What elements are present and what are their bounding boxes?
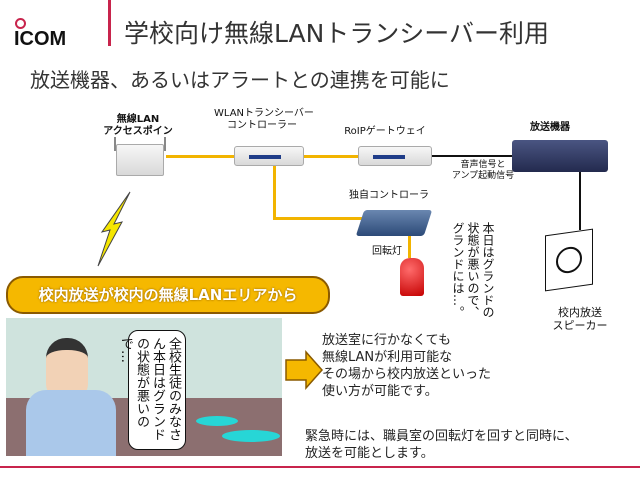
arrow-right-icon [285, 350, 324, 390]
wlan-controller-device [234, 146, 304, 166]
broadcast-device [512, 140, 608, 172]
wire-to-custom-controller [273, 217, 363, 220]
title-divider [108, 0, 111, 46]
teacher-figure [26, 338, 116, 456]
wire-controller-gateway [302, 155, 358, 158]
roip-gateway-device [358, 146, 432, 166]
access-point-label: 無線LAN [116, 114, 160, 125]
scene-illustration: 全校生徒のみなさん本日はグランドの状態が悪いので… [6, 318, 282, 456]
custom-controller-device [355, 210, 433, 236]
speaker-announcement: 本日はグランドの状態が悪いので、グランドには…。 [451, 222, 495, 318]
wire-broadcast-speaker [579, 172, 581, 230]
speech-text: 全校生徒のみなさん本日はグランドの状態が悪いので… [118, 337, 181, 441]
signal-label-2: アンプ起動信号 [451, 171, 515, 181]
puddle [222, 430, 280, 442]
speaker-label-2: スピーカー [552, 319, 608, 332]
controller-label-2: コントローラー [227, 120, 297, 131]
speaker-label: 校内放送 [558, 306, 602, 319]
description-text: 放送室に行かなくても 無線LANが利用可能な その場から校内放送といった 使い方… [322, 333, 492, 399]
access-point-label-2: アクセスポイン [103, 126, 173, 137]
rotating-light-label: 回転灯 [372, 246, 402, 257]
wire-to-light [408, 236, 411, 258]
wire-gateway-broadcast [432, 155, 512, 157]
gateway-label: RoIPゲートウェイ [344, 126, 426, 137]
logo-dot-icon [15, 18, 26, 29]
emergency-note: 緊急時には、職員室の回転灯を回すと同時に、 放送を可能とします。 [305, 429, 578, 461]
lightning-icon [97, 191, 131, 267]
access-point-device [114, 137, 166, 176]
speech-bubble: 全校生徒のみなさん本日はグランドの状態が悪いので… [118, 330, 186, 450]
footer-divider [0, 466, 640, 468]
broadcast-label: 放送機器 [530, 122, 570, 133]
page-title: 学校向け無線LANトランシーバー利用 [124, 19, 550, 48]
controller-label: WLANトランシーバー [214, 108, 314, 119]
page-subtitle: 放送機器、あるいはアラートとの連携を可能に [30, 68, 450, 92]
rotating-light-icon [400, 258, 424, 296]
icom-logo: ICOM [14, 16, 84, 52]
signal-label: 音声信号と [460, 160, 506, 170]
wire-controller-down [273, 164, 276, 220]
custom-controller-label: 独自コントローラ [349, 190, 429, 201]
wire-ap-controller [166, 155, 236, 158]
speaker-icon [545, 228, 593, 292]
brand-name: ICOM [14, 28, 67, 50]
feature-banner: 校内放送が校内の無線LANエリアから [6, 276, 330, 314]
puddle [196, 416, 238, 426]
